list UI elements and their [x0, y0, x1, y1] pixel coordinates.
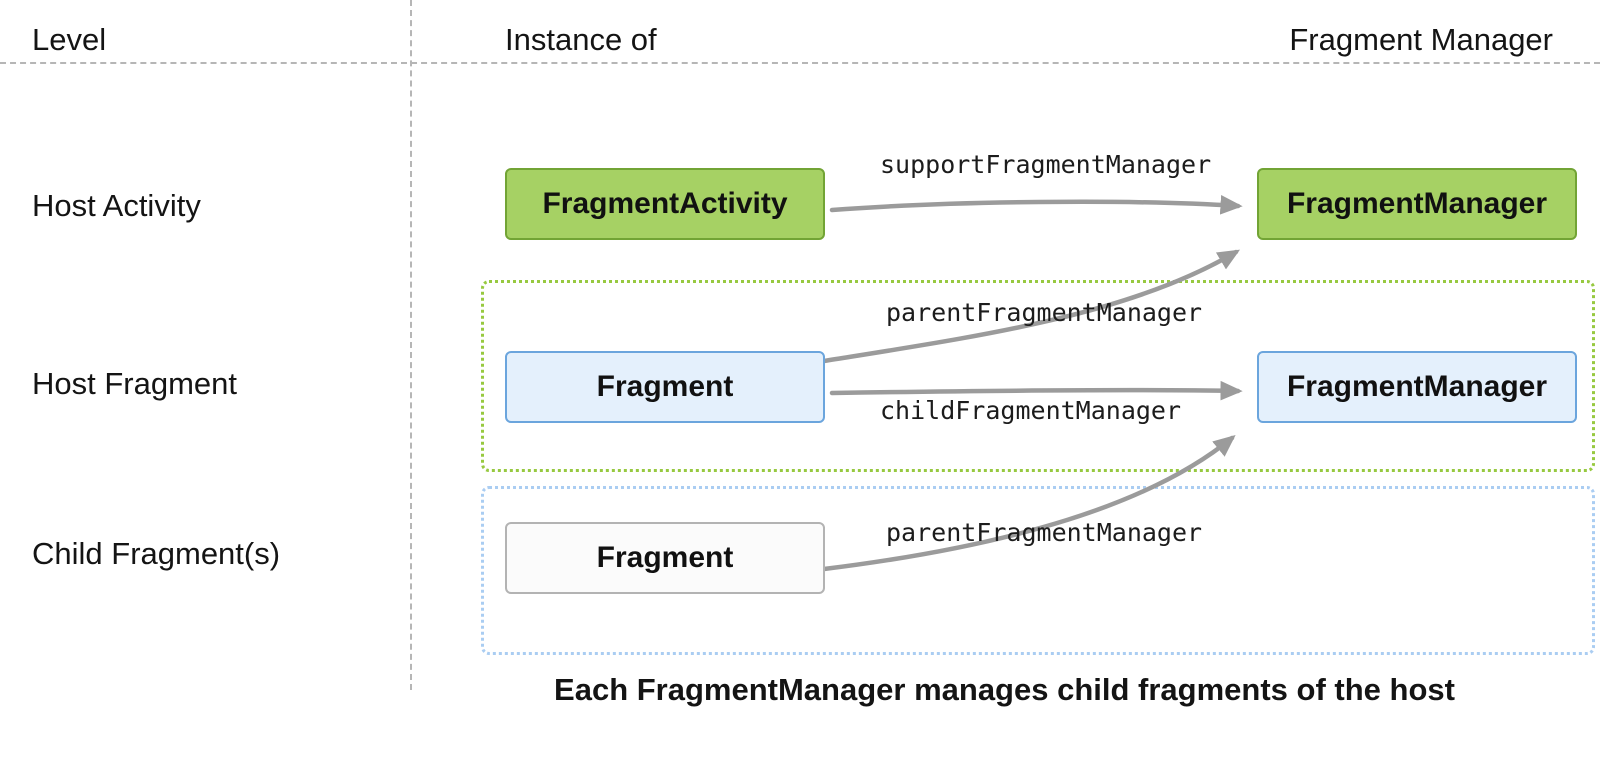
column-header-fragment-manager: Fragment Manager — [1289, 22, 1553, 57]
column-header-instance-of: Instance of — [505, 22, 657, 57]
node-fragment-manager-child: FragmentManager — [1257, 351, 1577, 423]
node-fragment-child: Fragment — [505, 522, 825, 594]
row-label-host-fragment: Host Fragment — [32, 366, 238, 401]
edge-label-parent-fragment-manager-host: parentFragmentManager — [886, 298, 1203, 327]
column-divider-line — [410, 0, 412, 690]
edge-label-child-fragment-manager: childFragmentManager — [880, 396, 1182, 425]
row-label-host-activity: Host Activity — [32, 188, 201, 223]
node-fragment-activity: FragmentActivity — [505, 168, 825, 240]
node-fragment-manager-activity: FragmentManager — [1257, 168, 1577, 240]
edge-label-support-fragment-manager: supportFragmentManager — [880, 150, 1212, 179]
edge-label-parent-fragment-manager-child: parentFragmentManager — [886, 518, 1203, 547]
arrow-support-fragment-manager — [829, 195, 1243, 215]
node-fragment-host: Fragment — [505, 351, 825, 423]
diagram-caption: Each FragmentManager manages child fragm… — [554, 672, 1455, 707]
row-label-child-fragments: Child Fragment(s) — [32, 536, 281, 571]
column-header-level: Level — [32, 22, 107, 57]
header-divider-line — [0, 62, 1600, 64]
